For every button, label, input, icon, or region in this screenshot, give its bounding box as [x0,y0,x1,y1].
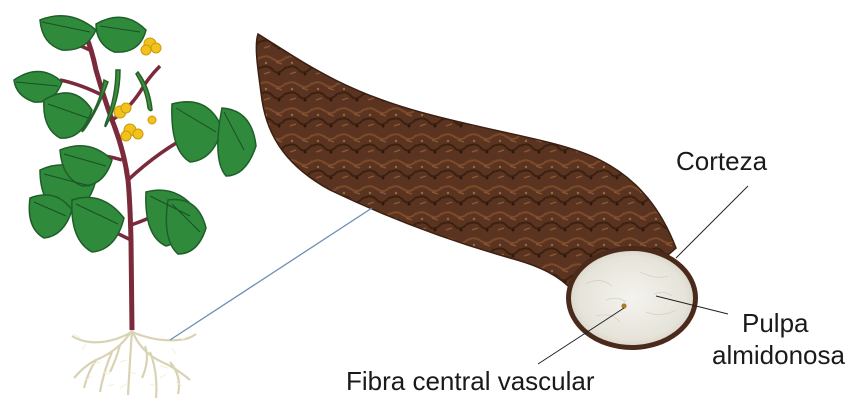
label-vascular-fiber: Fibra central vascular [346,366,595,396]
vascular-fiber-dot [621,303,626,308]
tuber-root [256,34,698,350]
plant-illustration [14,16,256,398]
label-cortex: Corteza [676,146,767,176]
cortex-leader-line [676,186,748,258]
label-pulp-line1: Pulpa [742,308,809,338]
bean-pods [82,70,152,132]
root-system [72,330,196,398]
label-pulp-line2: almidonosa [712,340,845,370]
flowers [114,38,161,141]
